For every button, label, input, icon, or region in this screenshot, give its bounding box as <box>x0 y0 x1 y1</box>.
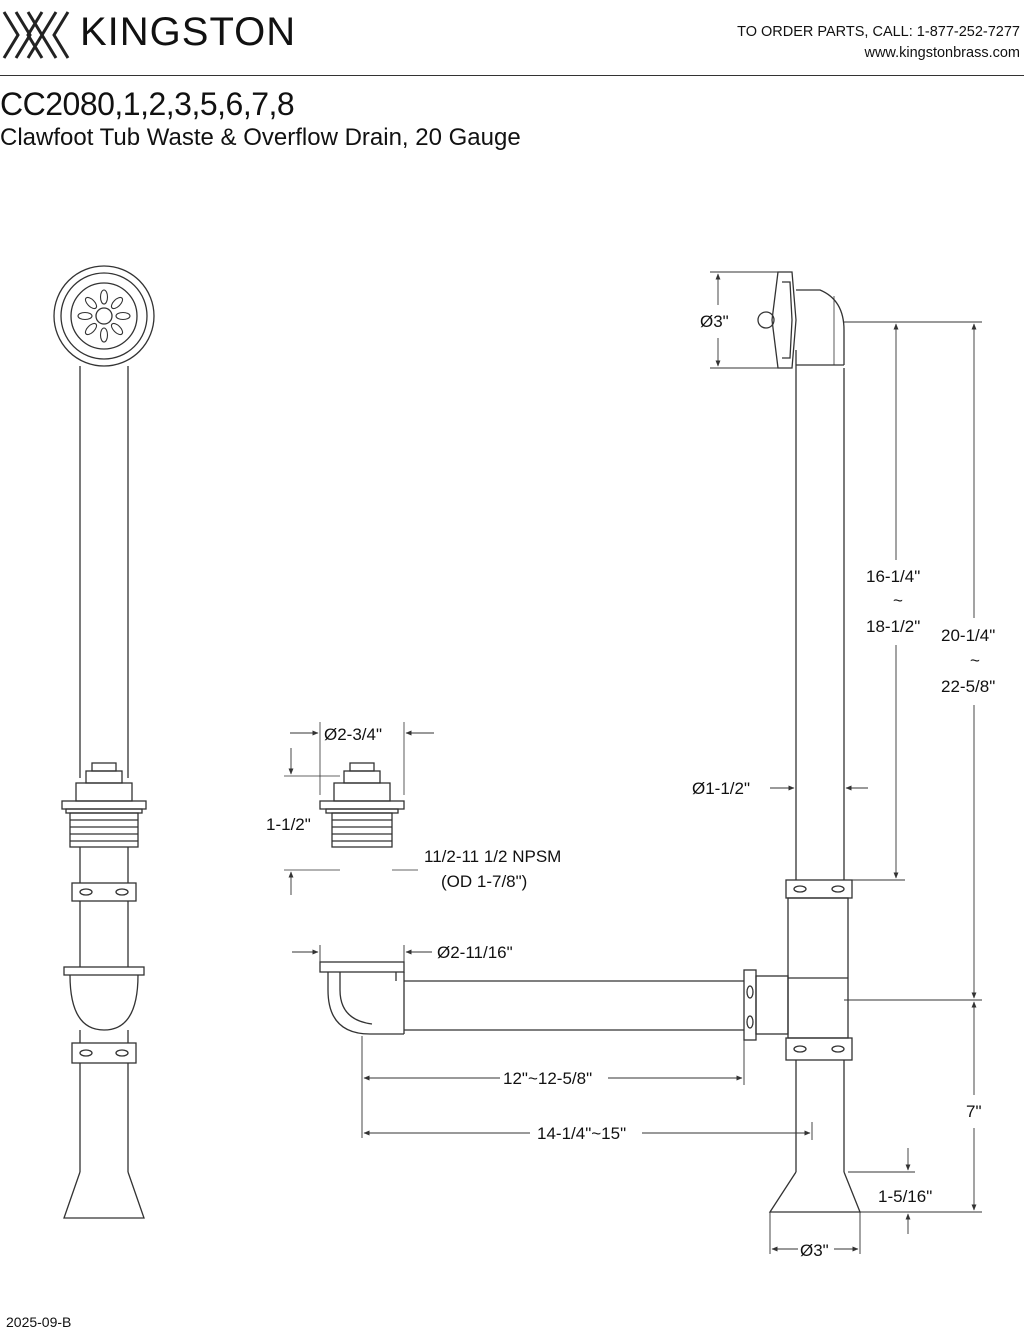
dim-horizontal-length: 12"~12-5/8" <box>503 1069 592 1088</box>
brand-name: KINGSTON <box>80 10 297 54</box>
drain-stopper-detail <box>284 722 418 871</box>
dim-total-tilde: ~ <box>970 651 980 670</box>
contact-info: TO ORDER PARTS, CALL: 1-877-252-7277 www… <box>737 22 1020 64</box>
dim-overflow-diameter: Ø3" <box>700 312 729 331</box>
dim-elbow-diameter: Ø2-11/16" <box>437 943 513 962</box>
dim-riser-length-min: 16-1/4" <box>866 567 920 586</box>
header-divider <box>0 75 1024 76</box>
dim-pipe-diameter: Ø1-1/2" <box>692 779 750 798</box>
product-description: Clawfoot Tub Waste & Overflow Drain, 20 … <box>0 124 521 151</box>
contact-website[interactable]: www.kingstonbrass.com <box>864 45 1020 61</box>
side-view-assembly <box>53 265 155 1219</box>
dim-total-height-min: 20-1/4" <box>941 626 995 645</box>
model-number: CC2080,1,2,3,5,6,7,8 <box>0 86 295 122</box>
dim-tee-height: 7" <box>966 1102 982 1121</box>
dim-drain-height: 1-1/2" <box>266 815 311 834</box>
dim-thread-od: (OD 1-7/8") <box>441 872 527 891</box>
dim-foot-diameter: Ø3" <box>800 1241 829 1260</box>
dim-drain-diameter: Ø2-3/4" <box>324 725 382 744</box>
dimension-lines <box>288 271 982 1254</box>
dim-foot-height: 1-5/16" <box>878 1187 932 1206</box>
dim-riser-tilde: ~ <box>893 591 903 610</box>
dim-thread-spec: 11/2-11 1/2 NPSM <box>424 847 561 866</box>
dim-overall-length: 14-1/4"~15" <box>537 1124 626 1143</box>
dim-riser-length-max: 18-1/2" <box>866 617 920 636</box>
kingston-logo-icon <box>2 11 70 59</box>
revision-code: 2025-09-B <box>6 1314 72 1330</box>
contact-phone: TO ORDER PARTS, CALL: 1-877-252-7277 <box>737 24 1020 40</box>
front-view-assembly <box>319 271 861 1213</box>
dim-total-height-max: 22-5/8" <box>941 677 995 696</box>
